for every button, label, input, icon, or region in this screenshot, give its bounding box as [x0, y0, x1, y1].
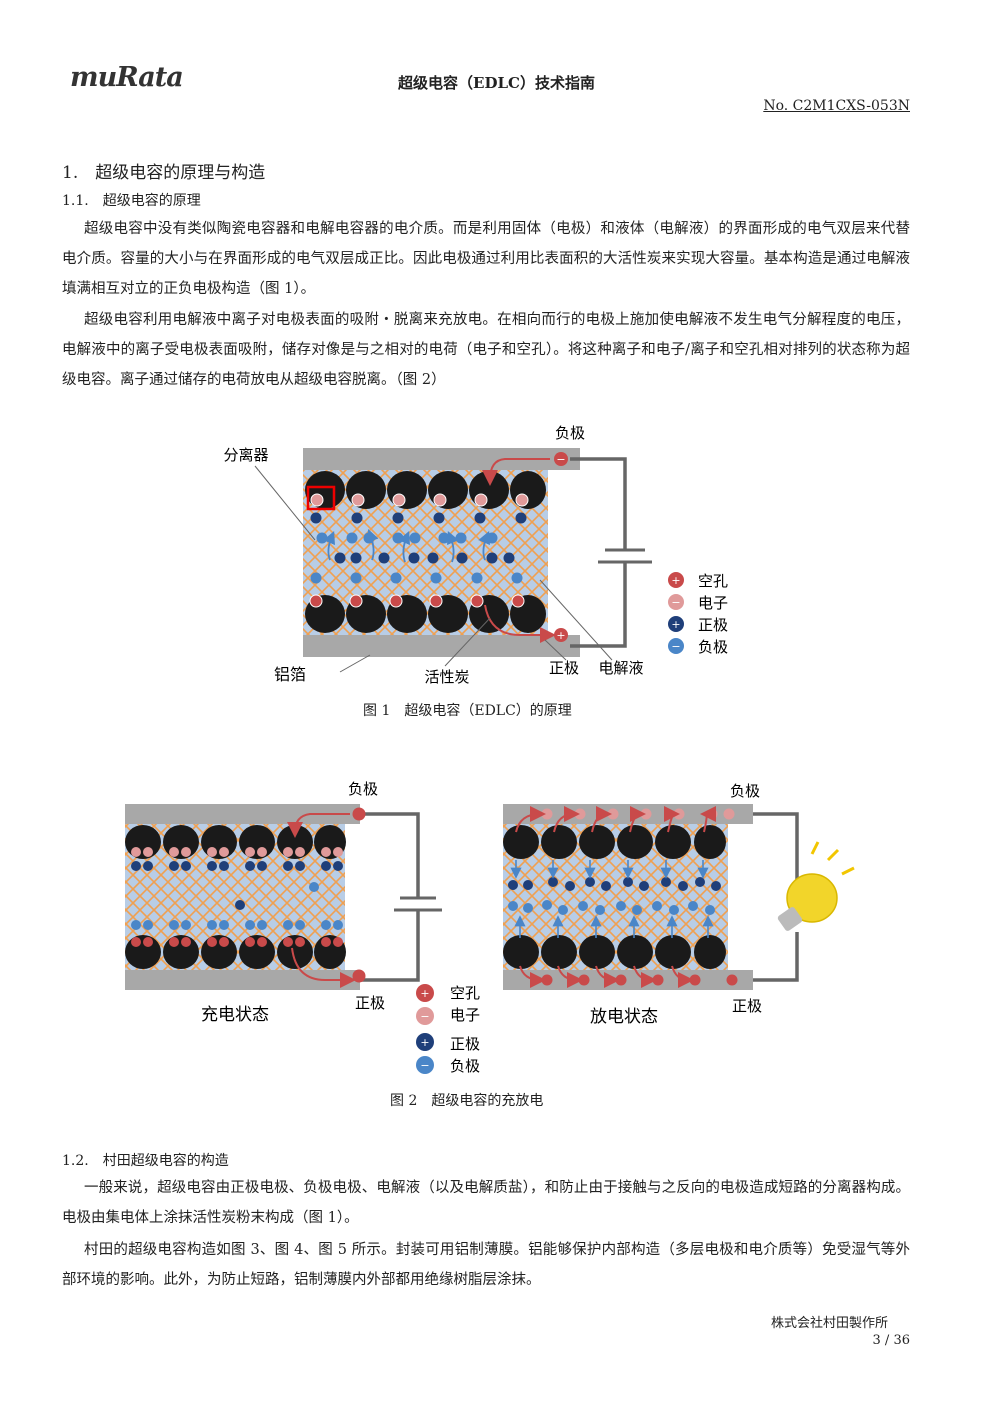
charge-label-negative: 负极: [348, 780, 378, 798]
legend-anion: 负极: [698, 638, 728, 656]
murata-logo: muRata: [70, 62, 184, 93]
svg-text:+: +: [671, 574, 680, 587]
light-bulb-icon: [777, 841, 855, 931]
figure-2-diagram: 负极 正极 充电状态: [125, 780, 855, 1075]
charge-flow-arrows: [482, 458, 556, 643]
ion-motion-arrows: [323, 528, 490, 563]
svg-text:−: −: [671, 640, 680, 653]
negative-terminal-electron: [554, 452, 568, 466]
subsection-heading: 1.2. 村田超级电容的构造: [62, 1153, 229, 1169]
paragraph: 超级电容利用电解液中离子对电极表面的吸附・脱离来充放电。在相向而行的电极上施加使…: [62, 312, 910, 388]
section-heading: 1. 超级电容的原理与构造: [62, 163, 266, 183]
svg-text:+: +: [671, 618, 680, 631]
label-aluminum-foil: 铝箔: [274, 665, 306, 684]
discharge-label-positive: 正极: [732, 997, 762, 1015]
charge-state-label: 充电状态: [201, 1005, 269, 1025]
cation-row: [310, 512, 527, 564]
label-activated-carbon: 活性炭: [424, 668, 469, 686]
plus-sign: +: [556, 629, 565, 642]
paragraph: 超级电容中没有类似陶瓷电容器和电解电容器的电介质。而是利用固体（电极）和液体（电…: [62, 221, 910, 297]
positive-terminal-hole: [554, 628, 568, 642]
minus-sign: −: [556, 453, 565, 466]
svg-text:+: +: [420, 1036, 429, 1049]
aluminum-foil-bottom: [303, 635, 580, 657]
discharge-state-label: 放电状态: [590, 1007, 658, 1027]
document-title: 超级电容（EDLC）技术指南: [398, 74, 595, 92]
hole-row: [309, 594, 525, 608]
paragraph: 一般来说，超级电容由正极电极、负极电极、电解液（以及电解质盐），和防止由于接触与…: [62, 1180, 910, 1226]
figure-2-legend: + 空孔 − 电子 + 正极 − 负极: [416, 984, 480, 1075]
figure-1-legend: + 空孔 − 电子 + 正极 − 负极: [668, 572, 728, 656]
electron-row: [310, 493, 529, 507]
subsection-heading: 1.1. 超级电容的原理: [62, 193, 201, 209]
label-electrolyte: 电解液: [598, 659, 643, 677]
page-number: 3 / 36: [872, 1333, 910, 1348]
legend-cation: 正极: [698, 616, 728, 634]
legend-hole: 空孔: [450, 984, 480, 1002]
footer-company: 株式会社村田製作所: [770, 1316, 888, 1331]
label-positive: 正极: [549, 659, 579, 677]
figure-2-caption: 图 2 超级电容的充放电: [390, 1093, 544, 1109]
discharge-state-cell: [503, 804, 799, 990]
label-negative: 负极: [555, 424, 585, 442]
leader-lines: [254, 465, 613, 673]
svg-text:+: +: [420, 987, 429, 1000]
external-circuit: [570, 457, 627, 648]
figure-1-diagram: − + 负极 分离器 正极 电解液 铝箔 活性炭 + 空孔 − 电子 + 正极 …: [223, 424, 728, 686]
charge-label-positive: 正极: [355, 994, 385, 1012]
aluminum-foil-top: [303, 448, 580, 470]
svg-text:−: −: [671, 596, 680, 609]
svg-text:−: −: [420, 1010, 429, 1023]
svg-text:−: −: [420, 1059, 429, 1072]
legend-electron: 电子: [450, 1006, 480, 1024]
legend-hole: 空孔: [698, 572, 728, 590]
figure-1-caption: 图 1 超级电容（EDLC）的原理: [363, 703, 572, 719]
label-separator: 分离器: [223, 446, 268, 464]
legend-electron: 电子: [698, 594, 728, 612]
discharge-label-negative: 负极: [730, 782, 760, 800]
highlight-box: [306, 485, 336, 511]
legend-anion: 负极: [450, 1057, 480, 1075]
legend-cation: 正极: [450, 1035, 480, 1053]
charge-state-cell: [125, 804, 442, 990]
document-number: No. C2M1CXS-053N: [763, 98, 910, 114]
paragraph: 村田的超级电容构造如图 3、图 4、图 5 所示。封装可用铝制薄膜。铝能够保护内…: [62, 1242, 910, 1288]
